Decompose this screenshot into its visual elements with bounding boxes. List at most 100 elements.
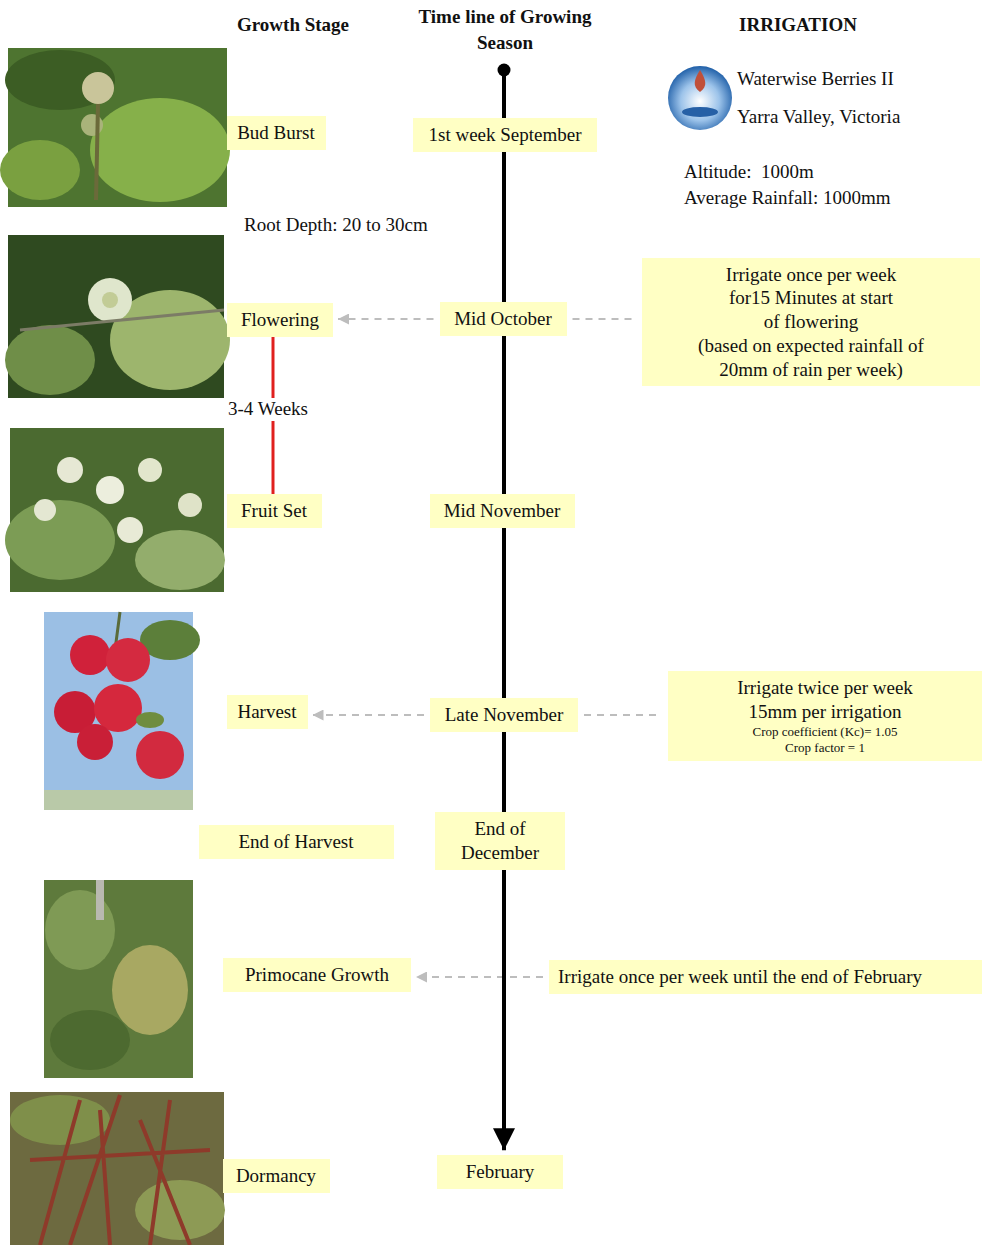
timeline-box: Late November	[430, 698, 578, 732]
timeline-box: Mid October	[440, 302, 567, 336]
photo-fruitlet	[96, 476, 124, 504]
box-subtext: (based on expected rainfall of 20mm of r…	[686, 334, 936, 382]
site-name: Waterwise Berries II	[737, 67, 894, 91]
duration-label: 3-4 Weeks	[226, 398, 310, 421]
harvest-photo	[44, 612, 200, 810]
photo-fruitlet	[138, 458, 162, 482]
logo-ripple	[682, 107, 718, 117]
dashed-leader	[573, 318, 637, 320]
photo-leaf	[0, 140, 80, 200]
dormancy-photo	[10, 1092, 225, 1245]
photo-foliage	[112, 945, 188, 1035]
photo-canes	[30, 1095, 210, 1245]
box-text: End of Harvest	[206, 830, 387, 854]
photo-berry	[77, 724, 113, 760]
timeline-line	[502, 732, 506, 812]
irrigation-box: Irrigate once per week for15 Minutes at …	[642, 258, 980, 387]
photo-fruitlet	[57, 457, 83, 483]
stage-box: Fruit Set	[227, 494, 322, 528]
box-text: Mid October	[447, 307, 560, 331]
box-text: 1st week September	[420, 123, 590, 147]
root-depth-note: Root Depth: 20 to 30cm	[244, 213, 428, 237]
photo-foliage	[45, 890, 115, 970]
photo-leaf	[5, 500, 115, 580]
box-text: Mid November	[437, 499, 568, 523]
timeline-line	[502, 152, 506, 302]
photo-berry	[106, 638, 150, 682]
timeline-line	[502, 336, 506, 494]
site-rainfall: Average Rainfall: 1000mm	[684, 186, 890, 210]
dashed-leader	[584, 714, 662, 716]
timeline-line	[502, 70, 506, 118]
photo-foliage	[50, 1010, 130, 1070]
photo-ground	[44, 790, 193, 810]
photo-leaf	[5, 50, 115, 110]
box-text: Fruit Set	[234, 499, 315, 523]
fruit-set-photo	[5, 428, 225, 592]
stage-box: Primocane Growth	[223, 958, 411, 992]
primocane-photo	[44, 880, 193, 1078]
dashed-arrow	[313, 714, 425, 716]
stage-box: Harvest	[227, 695, 308, 729]
box-text: Irrigate twice per week	[675, 676, 975, 700]
photo-leaf	[136, 712, 164, 728]
timeline-start	[498, 64, 511, 119]
flowering-photo	[5, 235, 230, 398]
logo-ripple	[668, 66, 732, 130]
stage-box: End of Harvest	[199, 825, 394, 859]
water-drop-logo	[668, 66, 732, 130]
box-text: February	[444, 1160, 556, 1184]
box-text: Primocane Growth	[230, 963, 404, 987]
photo-bud	[82, 72, 114, 104]
timeline-box: End of December	[435, 812, 565, 870]
box-text: End of December	[442, 817, 558, 865]
site-altitude: Altitude: 1000m	[684, 160, 814, 184]
dashed-arrow	[416, 976, 543, 978]
photo-fruitlet	[34, 499, 56, 521]
photo-stem	[96, 104, 98, 200]
photo-berry	[70, 635, 110, 675]
timeline-dot	[498, 64, 511, 77]
photo-foliage	[10, 1095, 110, 1145]
stage-box: Dormancy	[223, 1159, 330, 1193]
box-subtext: Crop factor = 1	[675, 740, 975, 756]
timeline-arrow	[502, 870, 506, 1150]
dashed-arrow	[338, 318, 434, 320]
photo-post	[96, 880, 104, 920]
stage-box: Flowering	[227, 303, 333, 337]
photo-leaf	[90, 98, 230, 202]
photo-fruitlet	[178, 493, 202, 517]
timeline-box: 1st week September	[413, 118, 597, 152]
box-text: Harvest	[234, 700, 301, 724]
photo-foliage	[135, 1180, 225, 1240]
photo-flower	[88, 278, 132, 322]
photo-fruitlet	[117, 517, 143, 543]
box-text: Irrigate once per week for15 Minutes at …	[722, 263, 900, 334]
column-header: Time line of Growing Season	[418, 4, 593, 56]
stage-box: Bud Burst	[227, 116, 326, 150]
box-subtext: Crop coefficient (Kc)= 1.05	[675, 724, 975, 740]
box-subtext: 15mm per irrigation	[675, 700, 975, 724]
photo-berry	[136, 731, 184, 779]
photo-flower	[102, 292, 118, 308]
site-location: Yarra Valley, Victoria	[737, 105, 900, 129]
photo-ground	[44, 880, 193, 1078]
photo-leaf	[135, 530, 225, 590]
timeline-line	[502, 528, 506, 698]
photo-leaf	[5, 325, 95, 395]
irrigation-box: Irrigate once per week until the end of …	[549, 960, 982, 994]
box-text: Dormancy	[230, 1164, 323, 1188]
logo-drop	[695, 70, 706, 92]
photo-berry	[94, 684, 142, 732]
irrigation-box: Irrigate twice per week15mm per irrigati…	[668, 671, 982, 761]
photo-wire	[20, 310, 224, 330]
timeline-box: Mid November	[430, 494, 575, 528]
box-text: Bud Burst	[234, 121, 319, 145]
box-text: Late November	[437, 703, 571, 727]
box-text: Irrigate once per week until the end of …	[558, 965, 975, 989]
column-header: Growth Stage	[237, 13, 349, 37]
bud-burst-photo	[0, 48, 230, 207]
